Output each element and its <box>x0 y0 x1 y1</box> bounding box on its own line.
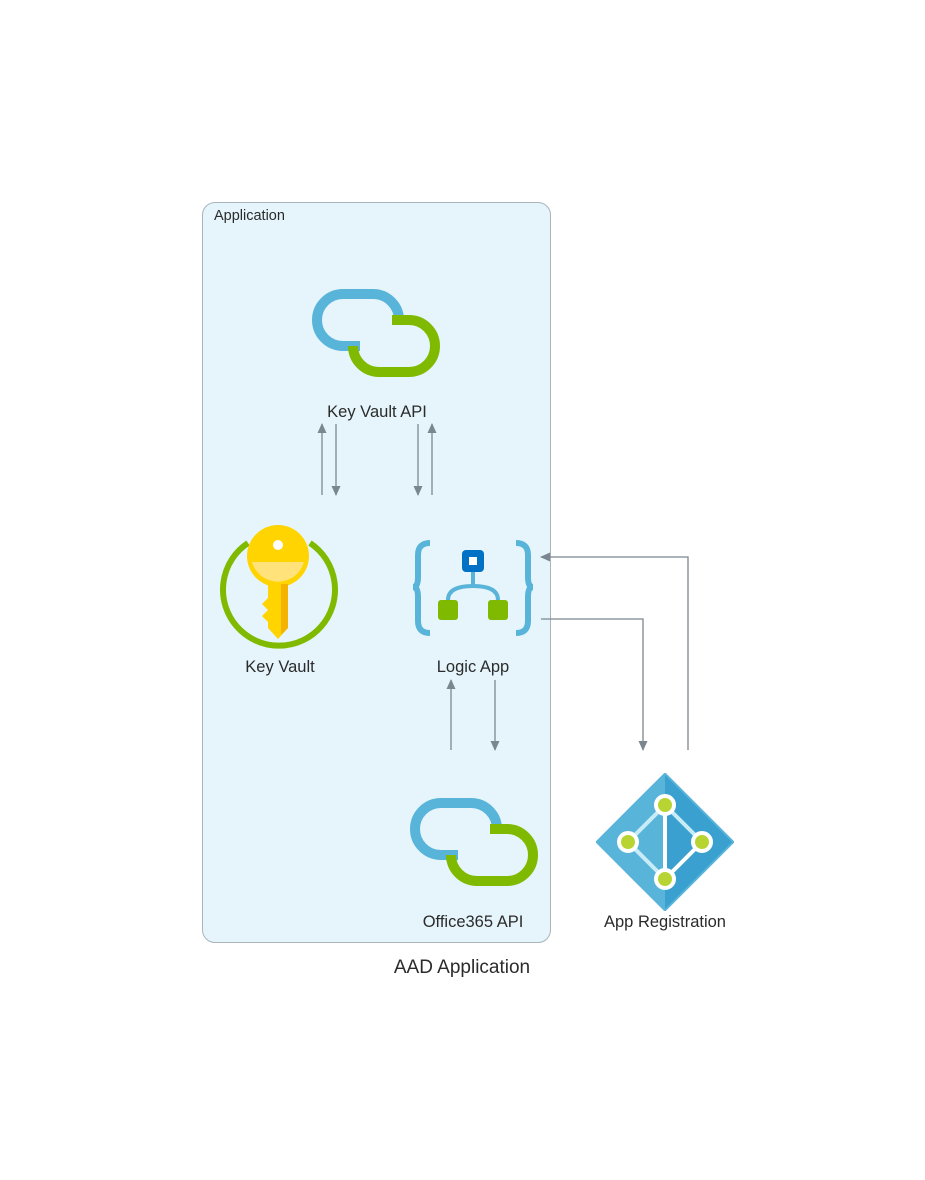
edge-appregistration-to-logicapp <box>540 552 689 750</box>
key-vault-api-label: Key Vault API <box>327 403 427 421</box>
office365-api-node[interactable] <box>403 797 545 887</box>
diagram-title: AAD Application <box>393 957 531 978</box>
key-vault-label: Key Vault <box>245 658 315 676</box>
key-vault-node[interactable] <box>218 524 340 650</box>
app-registration-node[interactable] <box>596 773 734 911</box>
key-vault-api-node[interactable] <box>305 288 447 378</box>
logic-app-icon <box>412 540 534 636</box>
api-link-icon <box>410 798 538 886</box>
cluster-label: Application <box>214 208 285 224</box>
key-vault-icon <box>220 525 338 649</box>
edge-logicapp-to-appregistration <box>541 618 648 751</box>
logic-app-node[interactable] <box>412 540 534 636</box>
app-registration-icon <box>596 773 734 911</box>
office365-api-label: Office365 API <box>422 913 524 931</box>
api-link-icon <box>312 289 440 377</box>
app-registration-label: App Registration <box>604 913 726 931</box>
logic-app-label: Logic App <box>436 658 510 676</box>
